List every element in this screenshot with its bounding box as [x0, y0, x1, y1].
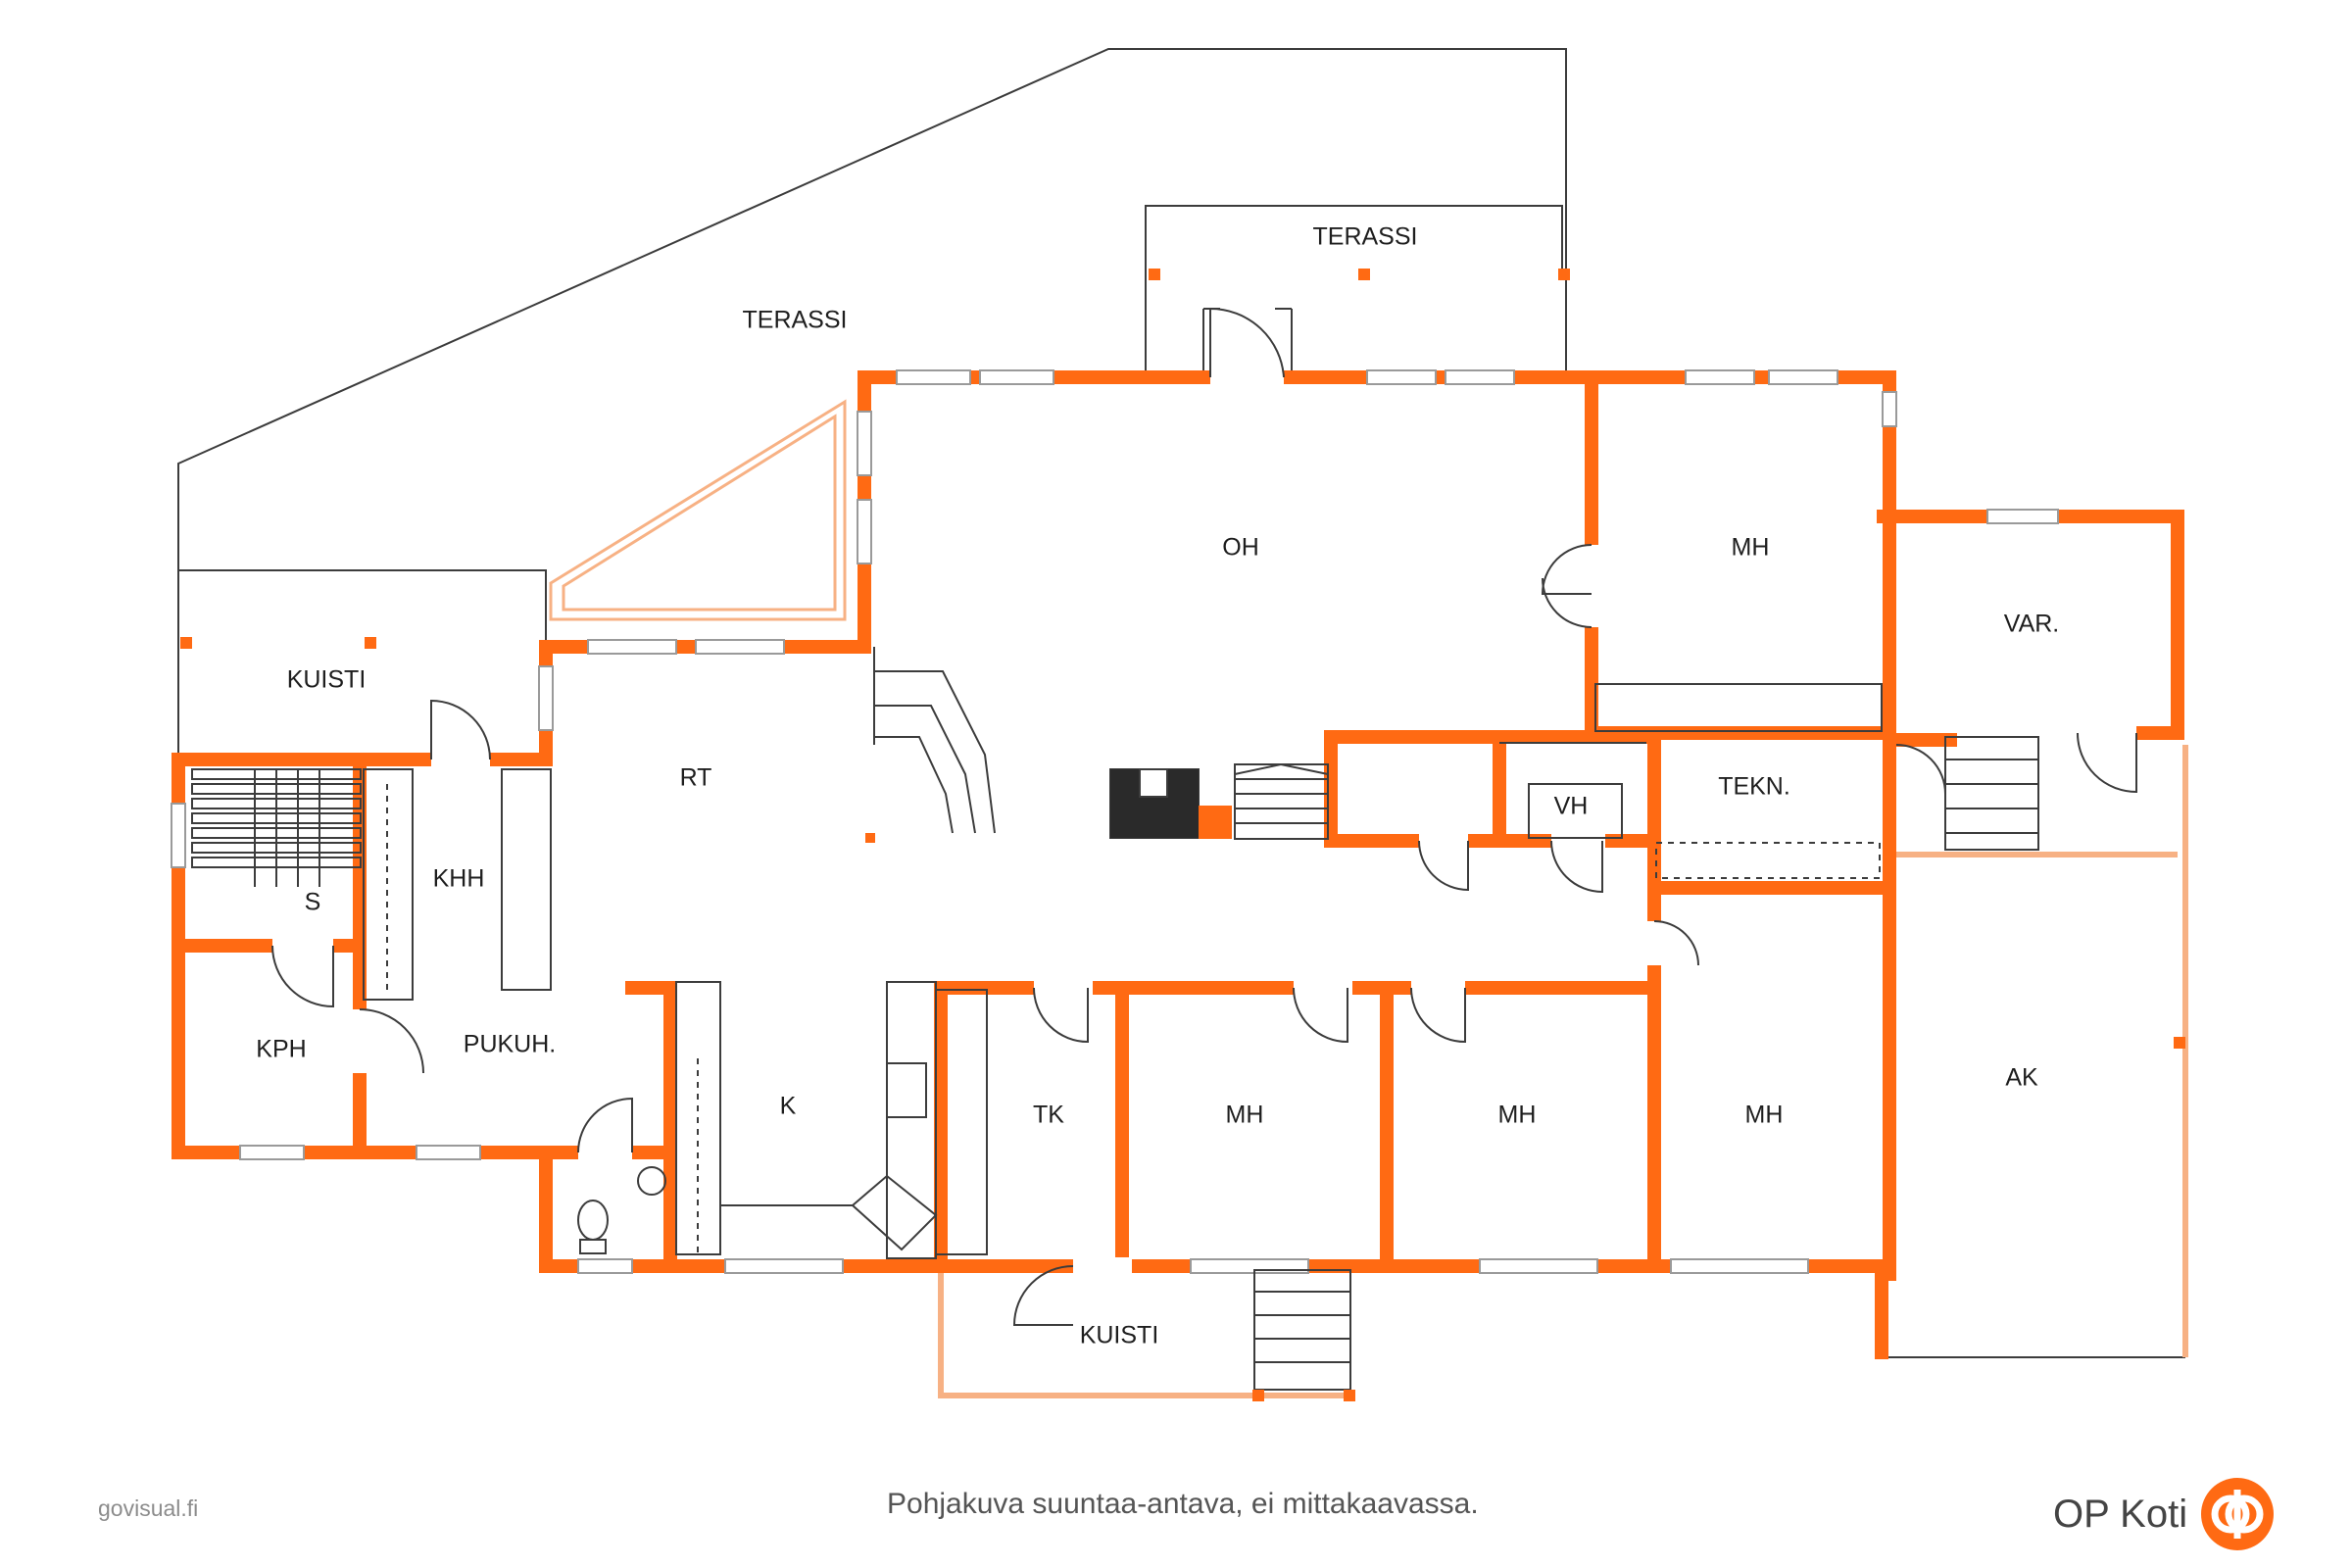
room-label-terassi-top: TERASSI — [1313, 223, 1418, 251]
room-label-mh-ne: MH — [1732, 534, 1770, 562]
room-label-tk: TK — [1033, 1102, 1064, 1129]
room-label-khh: KHH — [433, 865, 485, 893]
room-label-kuisti-west: KUISTI — [287, 666, 367, 694]
disclaimer-note: Pohjakuva suuntaa-antava, ei mittakaavas… — [887, 1488, 1479, 1520]
op-logo-icon — [2201, 1478, 2275, 1550]
room-label-mh-3: MH — [1745, 1102, 1784, 1129]
room-label-kph: KPH — [256, 1036, 306, 1063]
room-label-ak: AK — [2005, 1064, 2038, 1092]
room-label-k: K — [780, 1093, 797, 1120]
door-gaps — [272, 368, 2136, 1275]
room-label-mh-1: MH — [1226, 1102, 1264, 1129]
brand-name: OP Koti — [2053, 1492, 2188, 1536]
room-labels: TERASSI TERASSI KUISTI OH MH VAR. RT TEK… — [256, 223, 2059, 1349]
room-label-tekn: TEKN. — [1718, 773, 1790, 801]
windows — [171, 369, 2059, 1274]
room-label-pukuh: PUKUH. — [464, 1031, 556, 1058]
room-label-s: S — [305, 889, 321, 916]
porch-outlines — [938, 745, 2188, 1398]
room-label-oh: OH — [1222, 534, 1259, 562]
brand: OP Koti — [2053, 1478, 2275, 1550]
room-label-vh: VH — [1554, 793, 1589, 820]
fireplace — [1110, 768, 1232, 839]
bay-window — [549, 399, 847, 621]
door-swings — [271, 307, 2137, 1326]
room-label-terassi-main: TERASSI — [743, 307, 848, 334]
terrace-outlines — [177, 48, 1567, 760]
room-label-var: VAR. — [2004, 611, 2060, 638]
room-label-mh-2: MH — [1498, 1102, 1537, 1129]
posts — [180, 269, 2185, 1401]
room-label-kuisti-south: KUISTI — [1080, 1322, 1159, 1349]
credit: govisual.fi — [98, 1495, 199, 1521]
room-label-rt: RT — [680, 764, 712, 792]
